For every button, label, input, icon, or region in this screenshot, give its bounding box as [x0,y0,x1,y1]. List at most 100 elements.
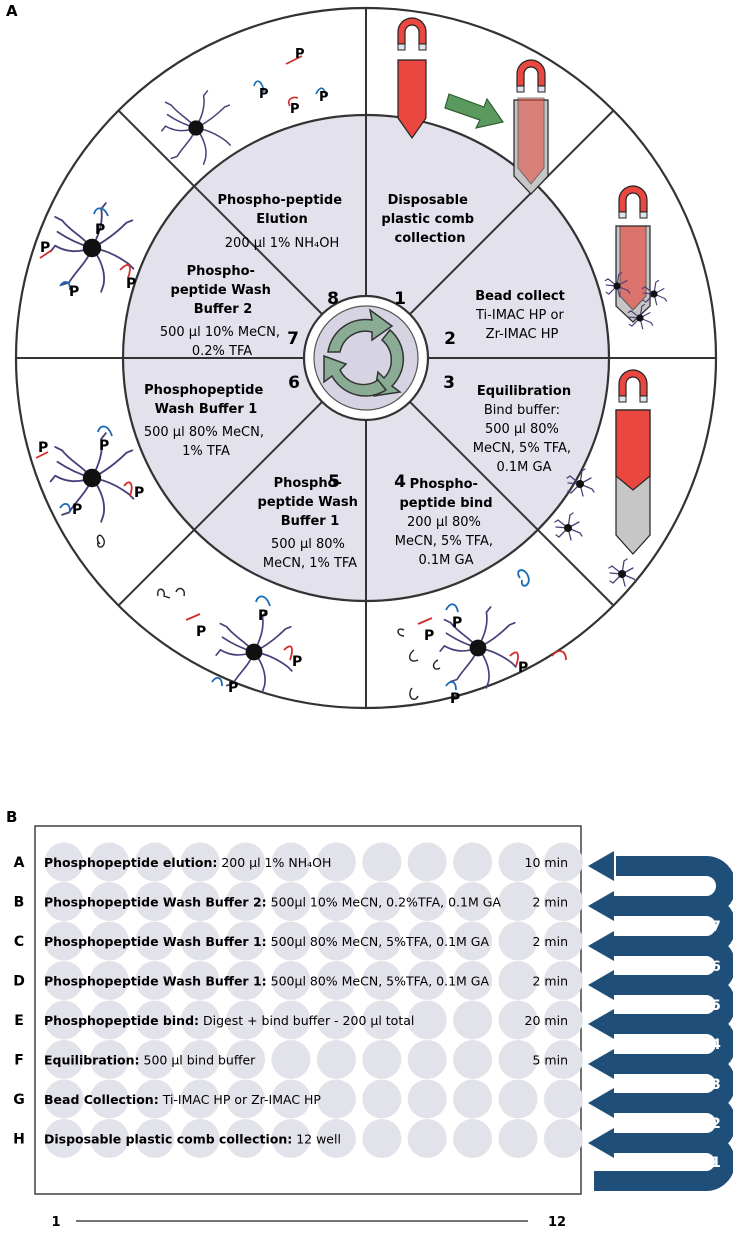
plate-well [226,961,266,1000]
peptide-icon [39,249,53,259]
phospho-label: P [292,654,302,670]
segment-6-illustration: P P P P [35,425,144,548]
plate-well [453,961,493,1000]
arrowhead [588,1009,614,1039]
plate-well [362,961,402,1000]
row-protocol-texts: Phosphopeptide elution: 200 µl 1% NH₄OHP… [44,855,501,1147]
plate-well [407,842,447,882]
row-time: 2 min [533,934,569,949]
peptide-icon [517,569,530,587]
arrowhead [588,1128,614,1158]
row-time: 10 min [525,855,568,870]
arrow-step-number: 1 [711,1155,721,1171]
plate-well [362,842,402,882]
plate-well [362,882,402,921]
arrowhead [588,851,614,881]
segment-3-detail: Bind buffer: 500 µl 80% MeCN, 5% TFA, 0.… [473,403,575,475]
phospho-label: P [424,628,434,644]
phospho-label: P [452,615,462,631]
plate-well [44,961,84,1000]
plate-well [407,1000,447,1040]
peptide-icon [417,617,433,625]
arrowhead [588,931,614,961]
plate-well [362,1000,402,1040]
segment-1-title: Disposable plastic comb collection [381,193,478,246]
segment-2: Bead collect Ti-IMAC HP or Zr-IMAC HP 2 [444,289,565,349]
plate-well [453,921,493,961]
plate-well [453,1000,493,1040]
plate-well [89,1040,129,1079]
row-letter: D [13,974,25,990]
peptide-icon [59,281,71,291]
plate-well [498,1000,538,1040]
segment-4-title: Phospho- peptide bind [399,477,492,511]
plate-well [226,1040,266,1079]
peptide-icon [157,587,186,599]
plate-well [362,1040,402,1079]
phospho-label: P [319,90,329,105]
segment-1: Disposable plastic comb collection 1 [381,193,478,309]
segment-7-detail: 500 µl 10% MeCN, 0.2% TFA [160,325,284,359]
plate-well [180,842,220,882]
peptide-icon [96,534,105,548]
plate-well [89,882,129,921]
plate-well [362,1079,402,1119]
plate-well [135,921,175,961]
plate-well [135,842,175,882]
row-protocol-text: Phosphopeptide Wash Buffer 2: 500µl 10% … [44,895,501,910]
plate-well [316,1040,356,1079]
plate-well [543,1040,583,1079]
plate-well [362,921,402,961]
peptide-icon [119,264,131,279]
peptide-icon [59,503,71,513]
arrow-step-number: 3 [711,1077,721,1093]
row-time: 2 min [533,895,569,910]
segment-2-illustration [604,185,668,330]
segment-divider [117,109,195,187]
plate-well [226,1119,266,1158]
phospho-label: P [40,240,50,256]
plate-well [271,1119,311,1158]
arrow-step-number: 2 [711,1116,721,1132]
plate-well [271,1040,311,1079]
panel-a: A Disposable plastic comb collection 1 B… [6,2,718,710]
plate-well [226,1079,266,1119]
row-protocol-text: Phosphopeptide bind: Digest + bind buffe… [44,1013,414,1028]
comb-tip-icon [517,97,545,185]
plate-well [180,1000,220,1040]
row-time: 2 min [533,974,569,989]
plate-well [44,1119,84,1158]
segment-5-illustration: P P P P [157,587,302,696]
plate-well [89,1119,129,1158]
segment-6: Phosphopeptide Wash Buffer 1 500 µl 80% … [144,373,300,459]
peptide-icon [185,613,201,621]
phospho-label: P [290,102,300,117]
plate-well [180,961,220,1000]
plate-well [44,1040,84,1079]
row-time: 5 min [533,1053,569,1068]
plate-well [453,1040,493,1079]
plate-well [498,842,538,882]
peptide-icon [253,55,327,107]
plate-well [543,842,583,882]
plate-well [44,882,84,921]
plate-well [44,1000,84,1040]
segment-6-number: 6 [288,373,300,393]
plate-well [498,961,538,1000]
peptide-icon [255,595,271,607]
plate-well [316,1079,356,1119]
phospho-label: P [126,276,136,292]
recycle-icon [323,308,405,397]
plate-well [271,921,311,961]
plate-well [407,961,447,1000]
plate-well [180,1119,220,1158]
plate-well [180,882,220,921]
comb-tip-icon [397,59,427,140]
segment-8-illustration: P P P P [161,47,329,165]
segment-7-number: 7 [287,329,299,349]
plate-well [89,921,129,961]
plate-well [407,1040,447,1079]
row-letter: F [14,1053,24,1069]
plate-well [498,1119,538,1158]
